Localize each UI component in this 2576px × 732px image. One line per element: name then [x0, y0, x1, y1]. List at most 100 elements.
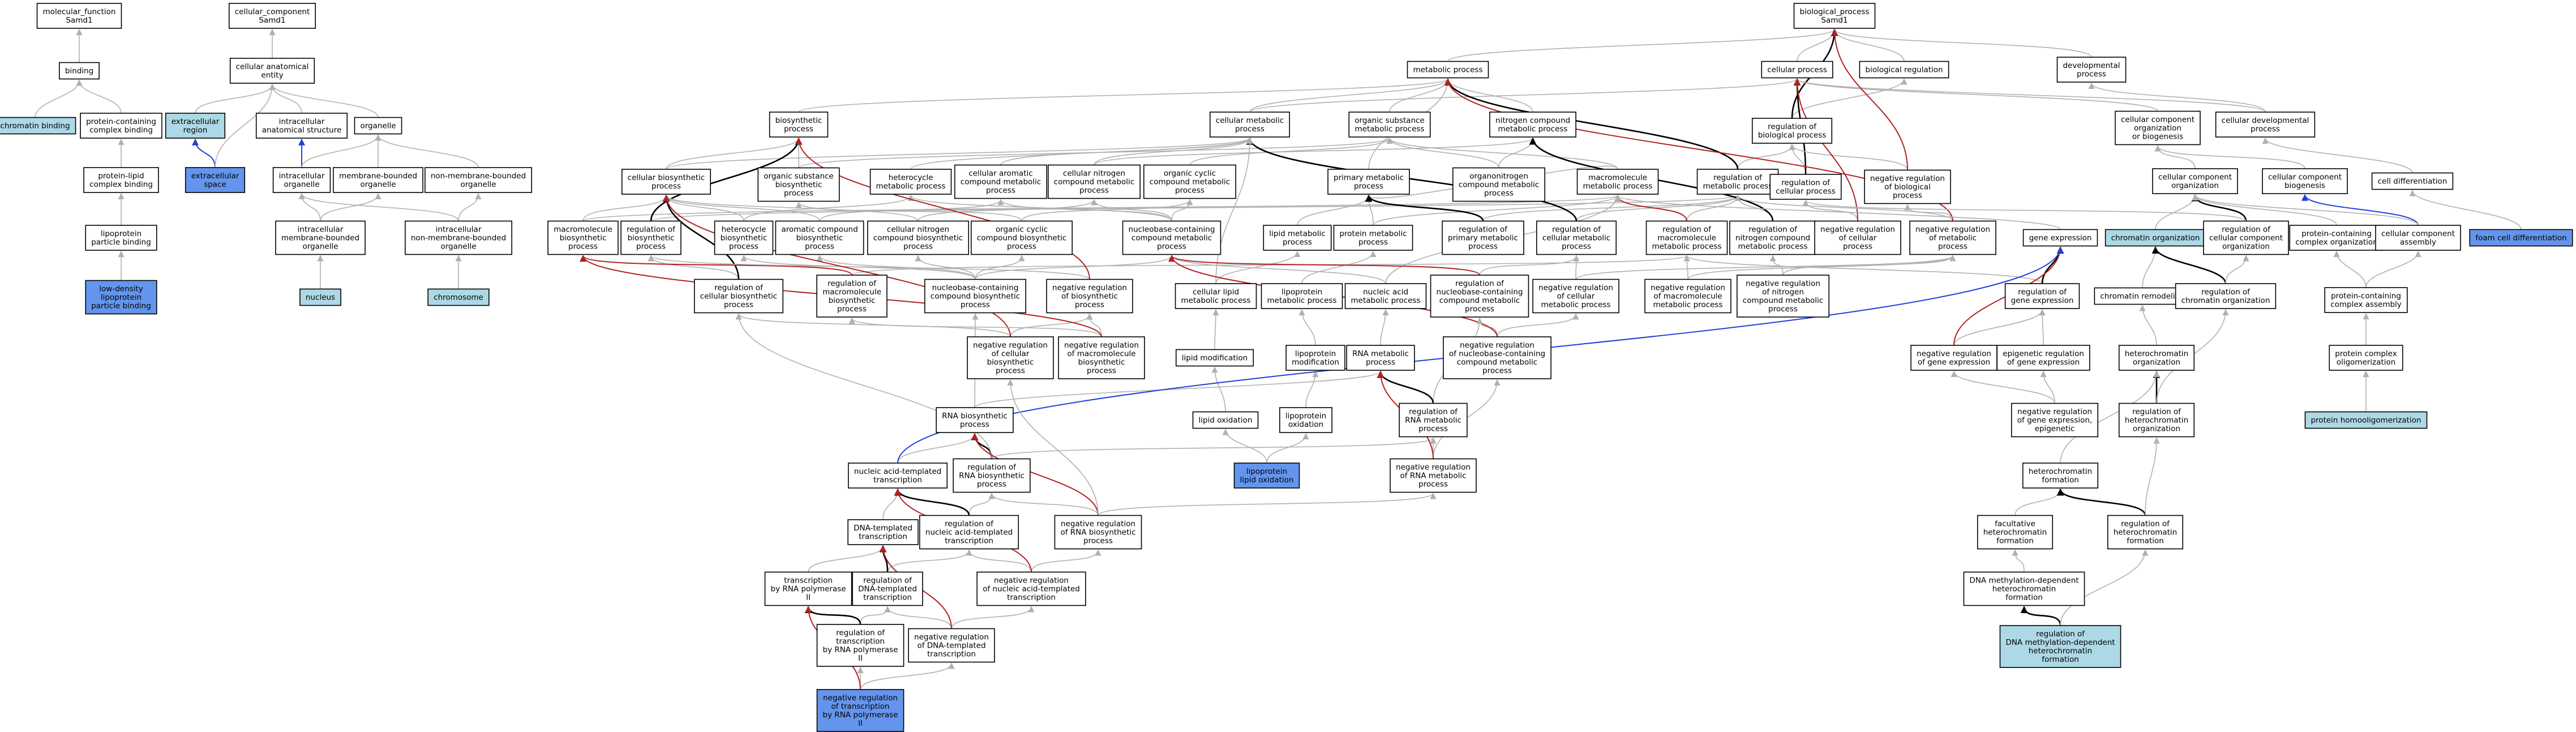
go-term-node-bio-reg[interactable]: biological regulation: [1859, 61, 1949, 79]
go-term-node-dna-meth-het[interactable]: DNA methylation-dependentheterochromatin…: [1963, 571, 2085, 606]
go-term-node-binding[interactable]: binding: [59, 62, 100, 80]
go-term-node-lipid-oxid[interactable]: lipid oxidation: [1192, 411, 1259, 429]
go-term-node-gene-expr[interactable]: gene expression: [2022, 229, 2098, 247]
go-term-node-lipid-mod[interactable]: lipid modification: [1175, 349, 1254, 367]
go-term-node-reg-nucleobase[interactable]: regulation ofnucleobase-containingcompou…: [1430, 275, 1529, 318]
go-term-node-foam-cell[interactable]: foam cell differentiation: [2469, 229, 2573, 247]
go-term-node-cellular-proc[interactable]: cellular process: [1761, 61, 1833, 79]
go-term-node-nucleus[interactable]: nucleus: [299, 288, 341, 306]
go-term-node-intra-nonmem-org[interactable]: intracellularnon-membrane-boundedorganel…: [405, 220, 512, 255]
go-term-node-metabolic[interactable]: metabolic process: [1407, 61, 1489, 79]
go-term-node-chromosome[interactable]: chromosome: [427, 288, 490, 306]
go-term-node-prot-homo[interactable]: protein homooligomerization: [2304, 411, 2428, 429]
go-term-node-organelle[interactable]: organelle: [354, 117, 402, 135]
go-term-node-chrom-org[interactable]: chromatin organization: [2104, 229, 2206, 247]
go-term-node-chrom-binding[interactable]: chromatin binding: [0, 117, 76, 135]
go-term-node-chrom-remodel[interactable]: chromatin remodeling: [2094, 287, 2191, 305]
go-term-node-cell-diff[interactable]: cell differentiation: [2371, 172, 2454, 190]
